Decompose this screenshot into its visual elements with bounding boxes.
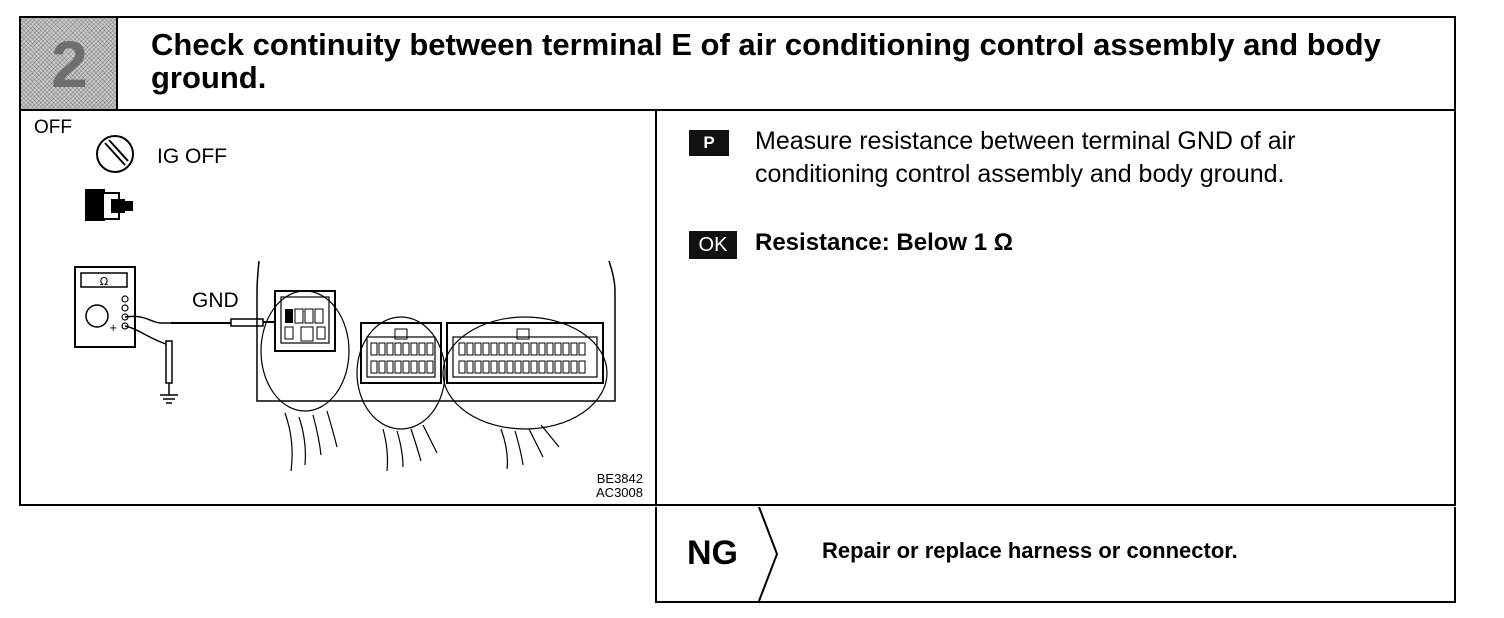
ok-result: Resistance: Below 1 Ω (755, 229, 1013, 256)
step-frame: 2 Check continuity between terminal E of… (19, 16, 1456, 506)
illustration-code-2: AC3008 (596, 485, 643, 500)
ok-badge: OK (689, 231, 737, 259)
illustration-panel: Ω + (21, 111, 657, 506)
ng-box: NG Repair or replace harness or connecto… (655, 507, 1456, 603)
chevron-right-icon (758, 507, 779, 601)
gnd-terminal-label: GND (192, 289, 239, 312)
step-header: 2 Check continuity between terminal E of… (21, 18, 1454, 111)
step-title: Check continuity between terminal E of a… (151, 27, 1381, 95)
control-assembly (256, 260, 616, 472)
ohmmeter-icon: Ω + (74, 266, 136, 348)
step-number-box: 2 (21, 18, 118, 109)
illustration-code-1: BE3842 (596, 471, 643, 486)
ng-action: Repair or replace harness or connector. (822, 538, 1238, 563)
ng-label: NG (687, 534, 738, 572)
disconnect-connector-icon (85, 189, 133, 221)
procedure-panel: P Measure resistance between terminal GN… (657, 111, 1454, 506)
step-number: 2 (51, 26, 88, 101)
ignition-key-icon (96, 135, 134, 173)
off-label: OFF (34, 117, 72, 138)
meter-symbol: Ω (100, 275, 108, 288)
procedure-badge: P (689, 130, 729, 156)
procedure-instruction: Measure resistance between terminal GND … (755, 127, 1296, 188)
wiring-diagram: Ω + (74, 135, 616, 472)
ground-probe (160, 340, 178, 404)
ig-off-label: IG OFF (157, 145, 227, 168)
svg-text:+: + (109, 323, 117, 334)
